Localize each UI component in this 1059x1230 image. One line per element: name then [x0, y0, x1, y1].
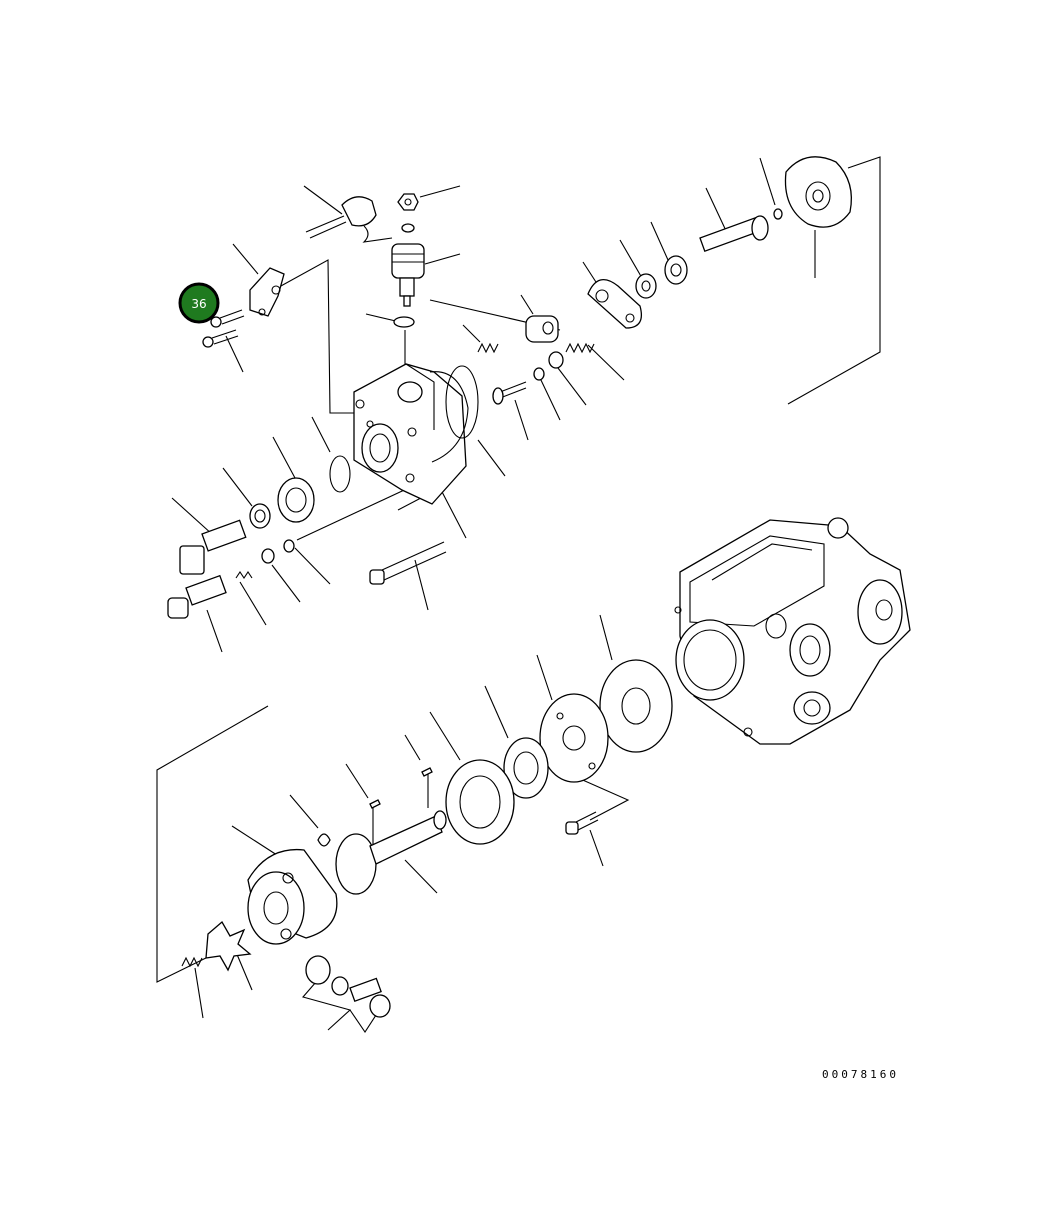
drive-gear [445, 759, 515, 845]
callout-label: 36 [191, 297, 206, 311]
drawing-code: 00078160 [822, 1068, 899, 1081]
spring-small [181, 956, 203, 968]
gasket-plate [587, 278, 643, 329]
coupling-part [247, 848, 338, 945]
washer-b [664, 255, 688, 285]
flange-bolt [565, 811, 599, 835]
key-a [369, 799, 381, 809]
pump-body-housing [674, 517, 911, 745]
hub-nut [249, 455, 351, 529]
large-oring [445, 365, 479, 439]
pin-part [349, 977, 382, 1002]
upper-assembly [167, 156, 853, 619]
cap-part [369, 994, 391, 1018]
pump-head-housing [353, 363, 469, 505]
spider-part [205, 920, 252, 972]
bracket-plate [249, 267, 285, 317]
oring-small [393, 316, 415, 328]
solenoid-part [391, 223, 425, 307]
washer-a [635, 273, 657, 299]
disc-plate [539, 693, 609, 783]
long-bolt [369, 541, 447, 585]
screw-plug [167, 539, 295, 619]
callout-marker-36[interactable]: 36 [178, 282, 220, 324]
hex-bolt [179, 519, 247, 575]
key-b [421, 767, 433, 777]
flange-plate [599, 659, 673, 753]
clip-part [317, 833, 331, 847]
bushing [305, 955, 331, 985]
sensor-part [305, 196, 393, 243]
end-cover [784, 156, 853, 228]
ring-part [503, 737, 549, 799]
governor-shaft [699, 208, 783, 252]
drive-shaft [335, 810, 447, 895]
bolt-pair [202, 309, 245, 348]
collar [331, 976, 349, 996]
lower-drive-assembly [181, 659, 673, 1018]
spring-part [477, 342, 499, 354]
leader-lines [156, 156, 881, 1033]
delivery-valve-parts [492, 315, 595, 405]
nut-part [397, 193, 419, 211]
